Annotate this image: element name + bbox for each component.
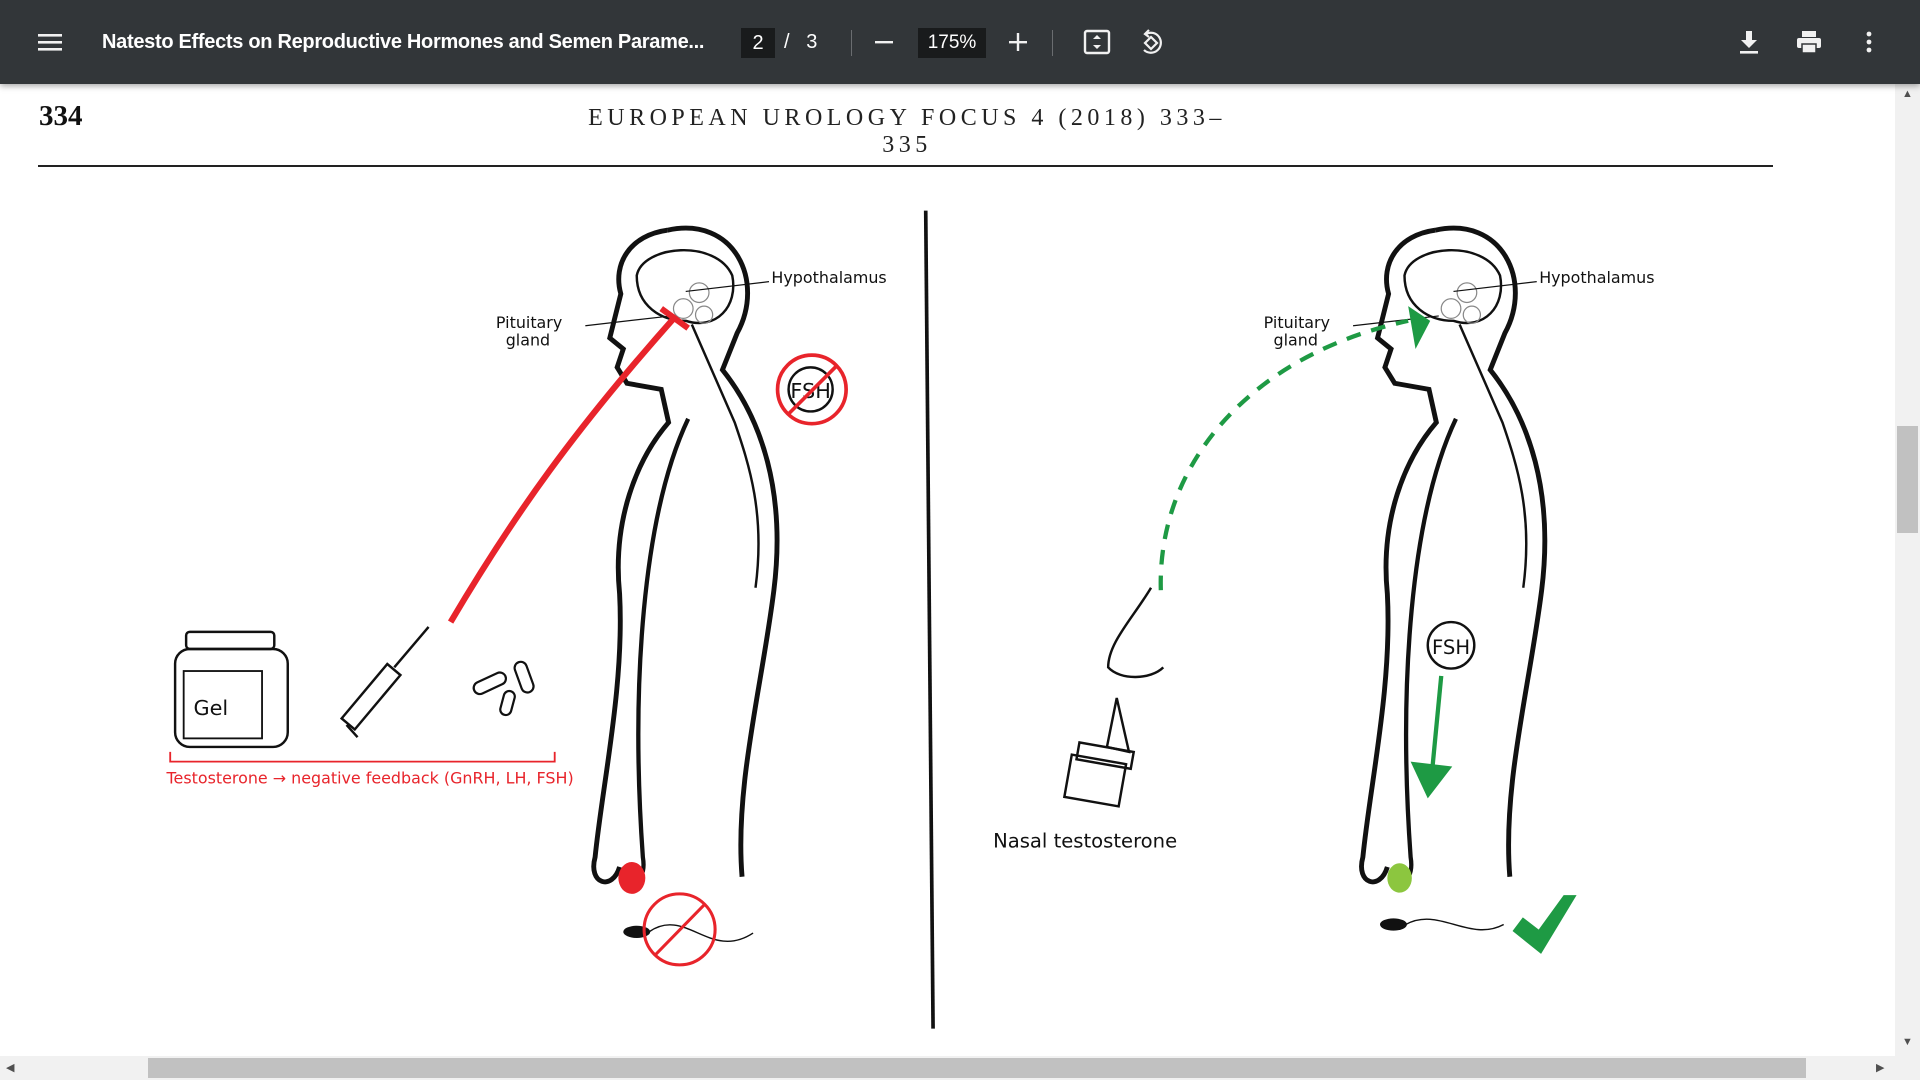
- print-button[interactable]: [1789, 0, 1829, 84]
- sperm-icon: [1380, 918, 1505, 931]
- divider: [1052, 30, 1053, 56]
- current-page-input[interactable]: 2: [741, 28, 775, 58]
- menu-icon[interactable]: [30, 0, 70, 84]
- horizontal-scrollbar-thumb[interactable]: [148, 1058, 1806, 1078]
- header-rule: [38, 165, 1773, 167]
- vertical-scrollbar[interactable]: [1895, 84, 1920, 1056]
- person-figure-right: [1362, 228, 1545, 882]
- pituitary-label: Pituitary: [496, 313, 562, 332]
- gland-label: gland: [506, 330, 550, 349]
- zoom-level-input[interactable]: 175%: [918, 28, 986, 58]
- fsh-blocked-icon: FSH: [775, 353, 848, 426]
- fit-page-button[interactable]: [1077, 0, 1117, 84]
- page-separator: /: [784, 30, 790, 53]
- syringe-icon: [339, 626, 430, 738]
- svg-text:Gel: Gel: [193, 696, 228, 720]
- pdf-toolbar: Natesto Effects on Reproductive Hormones…: [0, 0, 1920, 84]
- zoom-in-icon: [1009, 33, 1027, 51]
- testis-red: [618, 862, 646, 894]
- rotate-button[interactable]: [1131, 0, 1171, 84]
- panel-divider: [923, 210, 935, 1029]
- hypothalamus-label: Hypothalamus: [771, 268, 886, 287]
- nose-icon: [1106, 587, 1165, 679]
- inhibition-bar: [659, 306, 690, 331]
- gel-jar-icon: Gel: [173, 630, 289, 749]
- download-icon: [1740, 31, 1758, 54]
- green-down-arrow: [1410, 761, 1453, 799]
- right-panel: Hypothalamus Pituitary gland Nasal testo…: [993, 228, 1655, 954]
- scroll-down-arrow-icon[interactable]: ▼: [1902, 1036, 1913, 1048]
- journal-header: EUROPEAN UROLOGY FOCUS 4 (2018) 333–335: [588, 105, 1226, 158]
- red-feedback-arrow: [447, 313, 679, 624]
- print-icon: [1797, 31, 1821, 54]
- testis-green: [1387, 863, 1412, 893]
- pdf-page: [0, 84, 1895, 1056]
- scroll-right-arrow-icon[interactable]: ▶: [1876, 1062, 1885, 1074]
- nasal-spray-icon: [1062, 697, 1136, 808]
- document-title: Natesto Effects on Reproductive Hormones…: [102, 30, 705, 53]
- download-button[interactable]: [1729, 0, 1769, 84]
- pituitary-label: Pituitary: [1264, 313, 1330, 332]
- pills-icon: [472, 660, 535, 717]
- vertical-scrollbar-thumb[interactable]: [1897, 426, 1918, 533]
- total-pages: 3: [806, 30, 818, 53]
- scroll-up-arrow-icon[interactable]: ▲: [1902, 88, 1913, 100]
- fit-page-icon: [1083, 29, 1111, 55]
- svg-text:FSH: FSH: [1432, 636, 1470, 659]
- negative-feedback-caption: Testosterone → negative feedback (GnRH, …: [166, 769, 574, 788]
- scroll-left-arrow-icon[interactable]: ◀: [6, 1062, 15, 1074]
- page-count: / 3: [784, 0, 817, 84]
- zoom-out-icon: [875, 41, 893, 44]
- left-panel: Hypothalamus Pituitary gland FSH Gel: [166, 228, 887, 967]
- figure-illustration: Hypothalamus Pituitary gland FSH Gel: [166, 210, 1655, 1029]
- zoom-in-button[interactable]: [998, 0, 1038, 84]
- rotate-icon: [1143, 29, 1162, 54]
- green-dashed-path: [1158, 318, 1409, 591]
- divider: [851, 30, 852, 56]
- hypothalamus-label: Hypothalamus: [1539, 268, 1654, 287]
- gland-label: gland: [1273, 330, 1317, 349]
- sperm-blocked-icon: [623, 892, 754, 967]
- checkmark-icon: [1512, 895, 1577, 954]
- more-vert-icon: [1866, 31, 1872, 53]
- bracket: [169, 751, 556, 763]
- green-arrowhead: [1408, 306, 1431, 349]
- more-options-button[interactable]: [1849, 0, 1889, 84]
- fsh-icon: FSH: [1426, 620, 1476, 670]
- nasal-testosterone-caption: Nasal testosterone: [993, 829, 1177, 852]
- zoom-out-button[interactable]: [864, 0, 904, 84]
- page-number: 334: [39, 100, 83, 132]
